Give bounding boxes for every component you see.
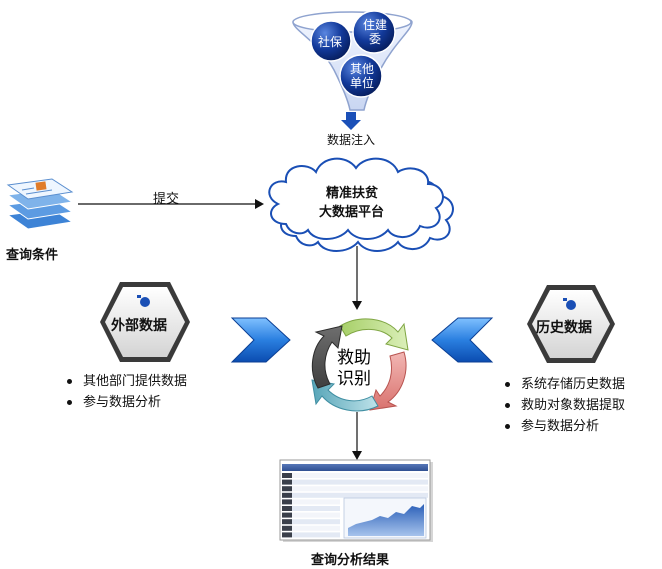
- report-table-row: [282, 499, 340, 505]
- report-table: [282, 473, 428, 538]
- history-data-item-1: 系统存储历史数据: [501, 374, 625, 395]
- left-chevron-arrow-icon: [230, 317, 291, 363]
- bubble-other-units: [339, 54, 383, 98]
- cloud-shape: [268, 157, 444, 240]
- report-table-row: [282, 492, 428, 498]
- report-table-row-marker: [282, 512, 292, 518]
- history-data-gear-icon: [566, 300, 576, 310]
- cycle-arc-green: [339, 318, 409, 351]
- cycle-arc-dark: [311, 325, 343, 389]
- funnel-label: 数据注入: [327, 133, 376, 147]
- right-chevron-arrow-icon: [431, 317, 494, 363]
- report-table-row-marker: [282, 499, 292, 505]
- cloud-title-line2: 大数据平台: [319, 205, 385, 220]
- result-report-thumbnail: [279, 459, 433, 542]
- center-label-line1: 救助: [337, 348, 371, 368]
- report-table-row-marker: [282, 525, 292, 531]
- report-table-row-marker: [282, 479, 292, 485]
- report-table-row-marker: [282, 486, 292, 492]
- history-data-item-2: 救助对象数据提取: [501, 395, 625, 416]
- center-cycle: [311, 318, 409, 412]
- report-table-row-marker: [282, 506, 292, 511]
- report-table-row: [282, 479, 428, 485]
- report-table-row-marker: [282, 519, 292, 525]
- report-table-row-marker: [282, 473, 292, 478]
- submit-label: 提交: [153, 192, 180, 207]
- data-funnel: [292, 10, 413, 130]
- report-table-row: [282, 519, 340, 525]
- bubble-label-other-units: 其他单位: [349, 62, 375, 90]
- history-data-badge: [527, 285, 615, 363]
- report-area-chart: [348, 504, 424, 536]
- bubble-label-other-units-text: 其他单位: [349, 62, 374, 90]
- report-table-row-marker: [282, 492, 292, 498]
- report-table-row: [282, 532, 340, 538]
- bubble-label-zhujianwei: 住建委: [362, 18, 388, 46]
- query-document-icon: [6, 178, 74, 230]
- external-data-item-1: 其他部门提供数据: [63, 371, 187, 392]
- report-table-row: [282, 525, 340, 531]
- external-data-list: 其他部门提供数据 参与数据分析: [63, 371, 187, 413]
- history-data-item-3: 参与数据分析: [501, 416, 625, 437]
- result-label: 查询分析结果: [311, 553, 390, 568]
- report-table-row-marker: [282, 532, 292, 538]
- report-table-row: [282, 486, 428, 492]
- external-data-badge: [100, 282, 190, 362]
- cloud-title-line1: 精准扶贫: [326, 186, 379, 201]
- bubble-label-zhujianwei-text: 住建委: [362, 18, 387, 46]
- external-data-item-2: 参与数据分析: [63, 392, 187, 413]
- external-data-title: 外部数据: [111, 318, 167, 334]
- platform-cloud: [268, 157, 454, 252]
- history-data-title: 历史数据: [536, 320, 592, 336]
- history-data-list: 系统存储历史数据 救助对象数据提取 参与数据分析: [501, 374, 625, 437]
- funnel-down-arrow-icon: [341, 112, 361, 130]
- report-table-row: [282, 512, 340, 518]
- query-conditions-label: 查询条件: [6, 248, 59, 263]
- bubble-label-shebao: 社保: [318, 35, 343, 49]
- external-data-gear-icon: [140, 297, 150, 307]
- report-table-row: [282, 473, 428, 478]
- bubble-zhujianwei: [352, 10, 396, 54]
- bubble-shebao: [310, 20, 352, 62]
- center-label-line2: 识别: [337, 369, 371, 389]
- cycle-arc-teal: [311, 379, 379, 412]
- report-table-row: [282, 506, 340, 511]
